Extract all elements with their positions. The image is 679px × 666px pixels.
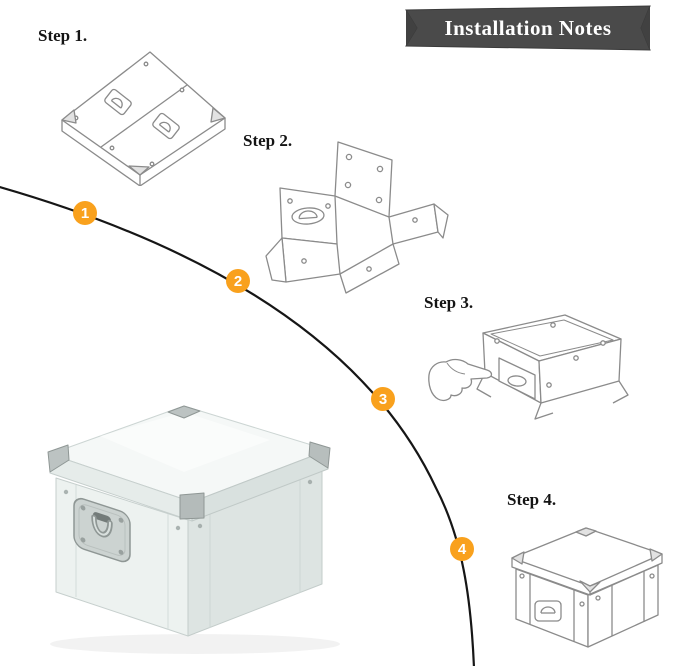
banner-title: Installation Notes: [444, 15, 612, 40]
installation-notes-banner: Installation Notes: [404, 5, 652, 51]
assembled-storage-box-image: [47, 405, 340, 654]
step-3-marker: 3: [371, 387, 395, 411]
box-metal-handle: [73, 497, 131, 563]
corner-cap-icons: [47, 405, 331, 520]
step-4-sketch: [511, 527, 663, 648]
step-1-label: Step 1.: [38, 26, 88, 45]
step-2-marker: 2: [226, 269, 250, 293]
lid-handle-left: [104, 88, 132, 116]
lid-handle-right: [152, 112, 180, 140]
step-2-sketch: [265, 141, 449, 294]
step-4-label: Step 4.: [507, 490, 557, 509]
step-1-marker: 1: [73, 201, 97, 225]
hand-icon: [428, 358, 493, 402]
handle-plate: [534, 600, 562, 622]
step-1-sketch: [61, 51, 226, 186]
ribbon-banner-icon: [405, 5, 651, 51]
step-3-sketch: [428, 314, 629, 420]
step-3-label: Step 3.: [424, 293, 474, 312]
step-4-marker: 4: [450, 537, 474, 561]
box-lid: [47, 405, 331, 522]
handle-cutout: [291, 207, 325, 225]
step-2-label: Step 2.: [243, 131, 293, 150]
